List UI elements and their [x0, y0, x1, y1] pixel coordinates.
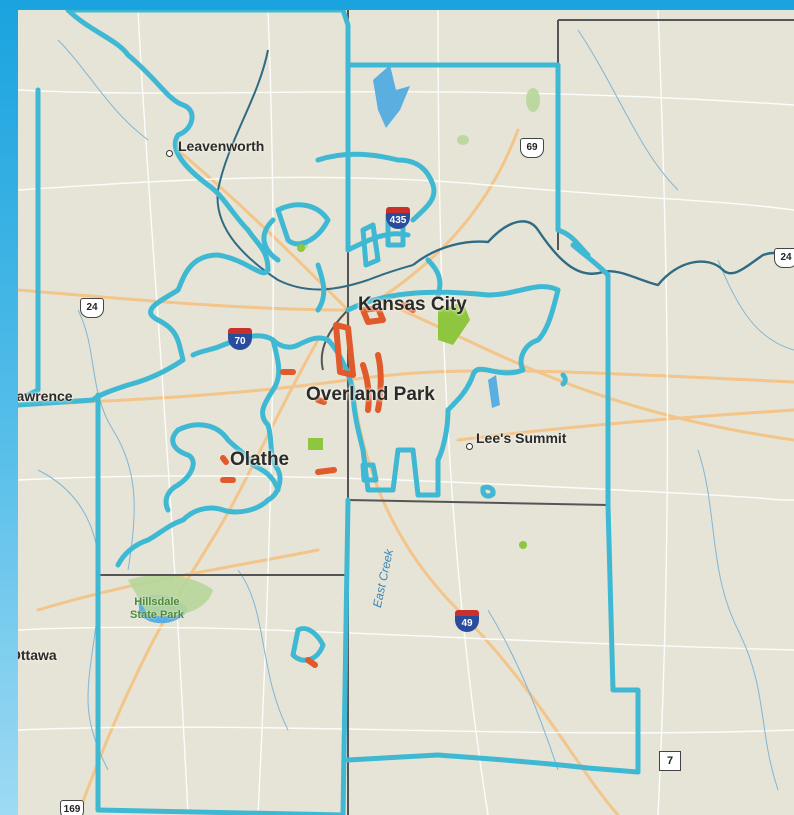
parks: [128, 88, 540, 617]
road-network: [18, 10, 794, 815]
label-overland-park: Overland Park: [306, 384, 435, 405]
i-435-shield: 435: [386, 207, 410, 231]
service-boundary: [18, 10, 641, 815]
label-kansas-city: Kansas City: [358, 294, 467, 315]
i-49-shield: 49: [455, 610, 479, 634]
leavenworth-dot: [166, 150, 173, 157]
label-lees-summit: Lee's Summit: [476, 430, 567, 446]
streams: [37, 29, 794, 791]
us-24-west-shield: 24: [80, 298, 104, 318]
label-olathe: Olathe: [230, 449, 290, 470]
park-name-line1: Hillsdale: [134, 596, 180, 608]
map-layers: [18, 10, 794, 815]
missouri-river-west: [216, 49, 414, 291]
mo-7-shield: 7: [659, 751, 681, 771]
lees-summit-dot: [466, 443, 473, 450]
map-canvas[interactable]: 69 435 24 24 70 49 7 169 Leavenworth Kan…: [18, 10, 794, 815]
missouri-river: [412, 220, 794, 287]
orange-segments: [220, 302, 416, 668]
label-hillsdale-state-park: Hillsdale State Park: [130, 596, 184, 622]
us-169-shield: 169: [60, 800, 84, 815]
label-ottawa: Ottawa: [18, 647, 57, 663]
label-leavenworth: Leavenworth: [178, 138, 265, 154]
label-lawrence: Lawrence: [18, 388, 73, 404]
park-name-line2: State Park: [130, 609, 184, 621]
i-70-shield: 70: [228, 328, 252, 352]
us-69-shield: 69: [520, 138, 544, 158]
us-24-east-shield: 24: [774, 248, 794, 268]
